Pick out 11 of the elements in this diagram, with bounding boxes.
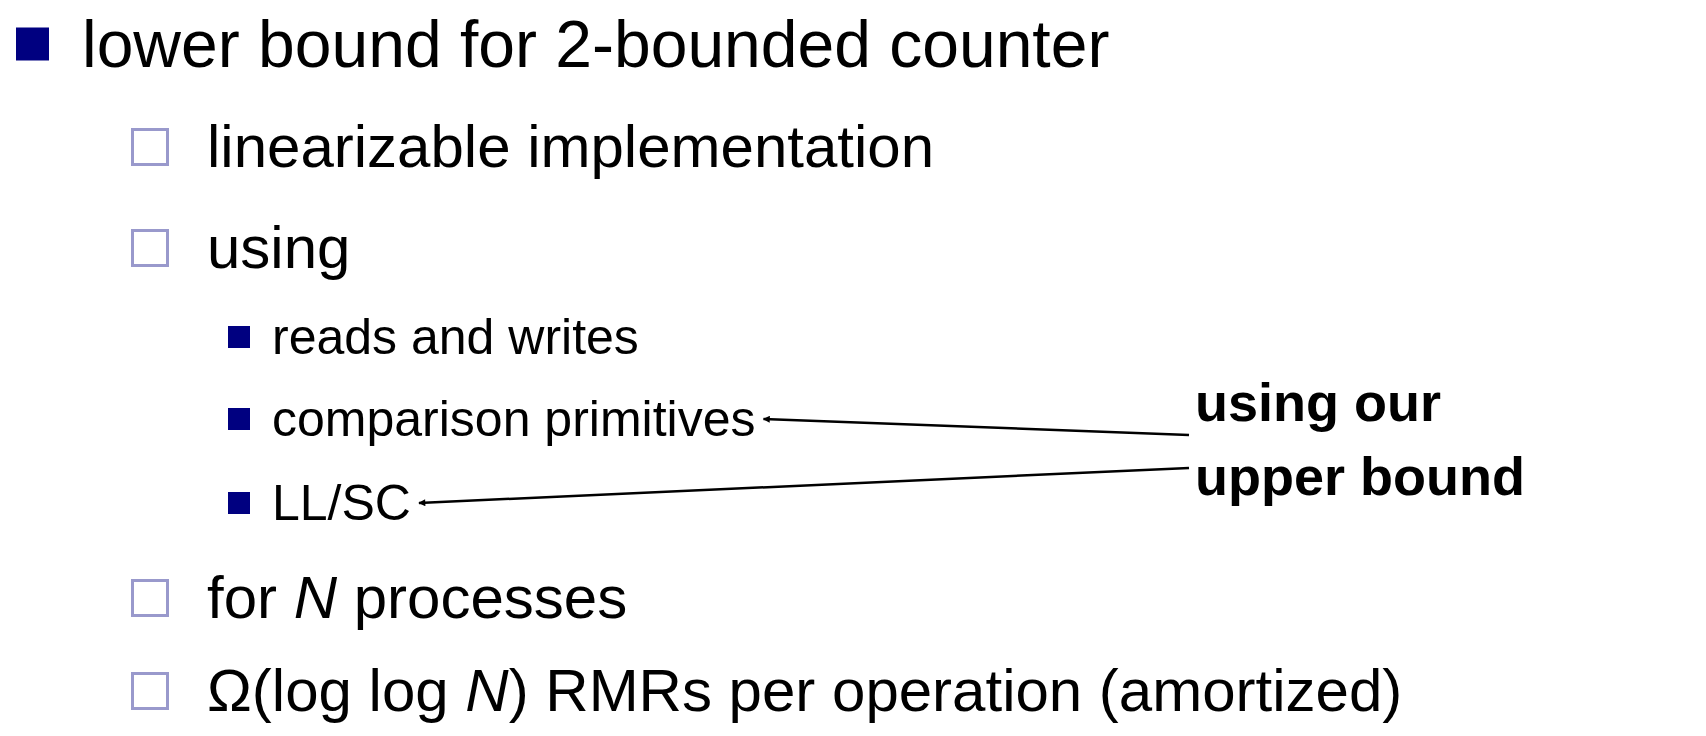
bullet-text: LL/SC <box>272 478 411 528</box>
bullet-text: linearizable implementation <box>207 117 935 177</box>
bullet-text: comparison primitives <box>272 394 756 444</box>
arrow <box>762 415 1190 437</box>
bullet-text: using <box>207 218 351 278</box>
bullet-text: reads and writes <box>272 312 639 362</box>
callout-text: using our upper bound <box>1195 365 1595 513</box>
arrow <box>418 466 1190 507</box>
bullet-text: Ω(log log N) RMRs per operation (amortized) <box>207 661 1403 721</box>
heading: lower bound for 2-bounded counter <box>82 11 1110 77</box>
bullet-text: for N processes <box>207 568 628 628</box>
